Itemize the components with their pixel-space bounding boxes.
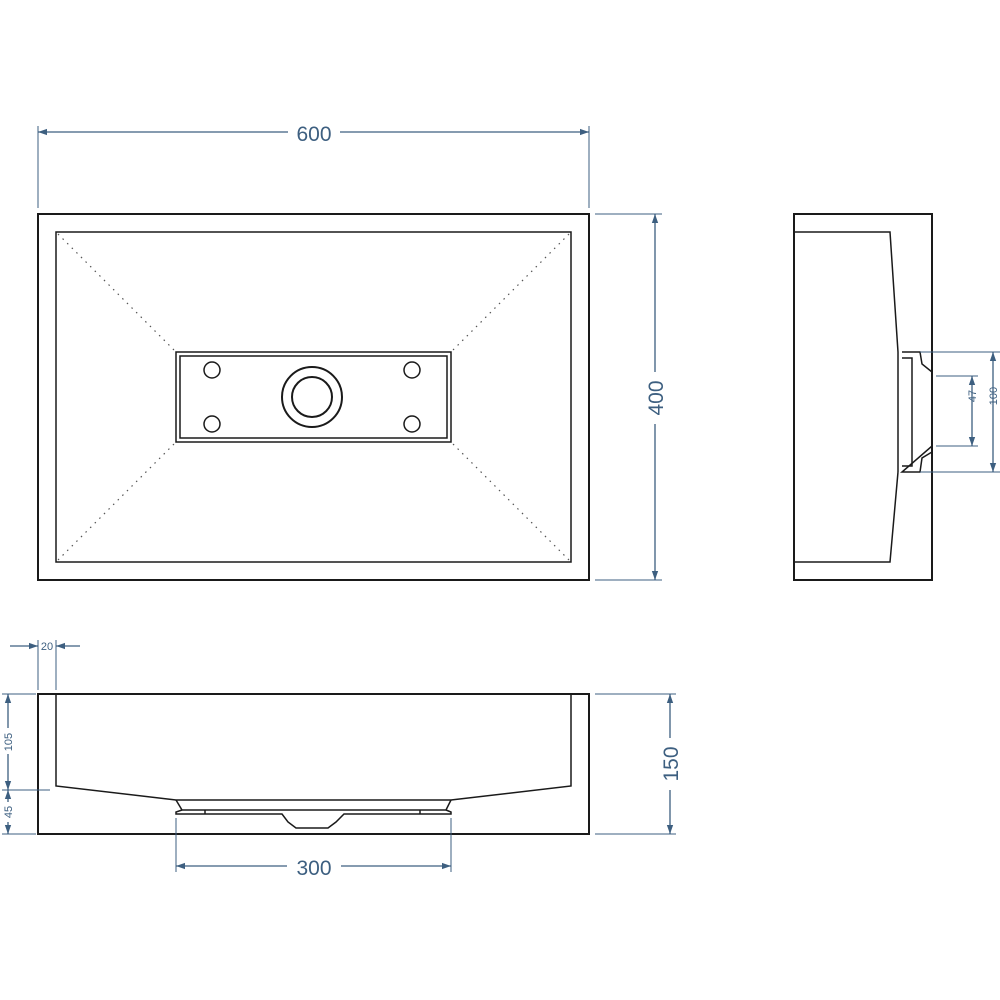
label-background [0, 802, 16, 822]
dimension-label-drain-platform: 300 [296, 857, 331, 880]
label-background [0, 728, 16, 754]
dimension-label-height: 150 [660, 746, 683, 781]
top-view [37, 213, 590, 581]
dimension-label-depth: 400 [645, 380, 668, 415]
drain-platform-outer [175, 351, 452, 443]
dimension-depth: 400 [595, 213, 668, 581]
dimension-drain-platform: 300 [175, 818, 452, 880]
drain-outer-ring [281, 366, 343, 428]
side-view [793, 213, 933, 581]
front-drain-profile [175, 809, 452, 829]
side-bowl-slope-top [794, 231, 899, 353]
basin-outer-outline [37, 213, 590, 581]
front-bowl-profile [55, 694, 572, 801]
dimension-label-drain-inner: 47 [967, 390, 979, 402]
slope-line-bottom-right [450, 441, 570, 561]
slope-line-bottom-left [57, 441, 177, 561]
side-drain-profile [899, 351, 933, 473]
dimension-bowl-depth: 105 [0, 693, 50, 791]
front-outer-outline [37, 693, 590, 835]
dimension-label-rim: 20 [41, 641, 53, 653]
dimension-width: 600 [37, 120, 590, 208]
front-drain-platform [175, 799, 452, 811]
dimension-label-width: 600 [296, 123, 331, 146]
drain-inner-ring [291, 376, 333, 418]
dimension-label-bowl-depth: 105 [3, 733, 15, 751]
dimension-height: 150 [595, 693, 683, 835]
dimension-base-height: 45 [0, 790, 36, 835]
dimension-label-drain-outer: 100 [988, 387, 1000, 405]
side-drain-inner [902, 357, 913, 467]
dimension-drain-outer: 100 [920, 351, 1000, 473]
front-view [37, 693, 590, 835]
dimension-rim: 20 [10, 640, 80, 690]
mounting-hole-top-left [203, 361, 221, 379]
side-outer-outline [793, 213, 933, 581]
label-background [288, 120, 340, 146]
label-background [657, 738, 683, 790]
label-background [287, 854, 341, 880]
basin-inner-outline [55, 231, 572, 563]
mounting-hole-top-right [403, 361, 421, 379]
dimension-label-base-height: 45 [3, 806, 15, 818]
side-bowl-slope-bottom [794, 471, 899, 563]
slope-line-top-right [450, 233, 570, 353]
dimension-drain-inner: 47 [936, 375, 979, 447]
slope-line-top-left [57, 233, 177, 353]
mounting-hole-bottom-left [203, 415, 221, 433]
label-background [642, 372, 668, 424]
drain-platform-inner [179, 355, 448, 439]
mounting-hole-bottom-right [403, 415, 421, 433]
